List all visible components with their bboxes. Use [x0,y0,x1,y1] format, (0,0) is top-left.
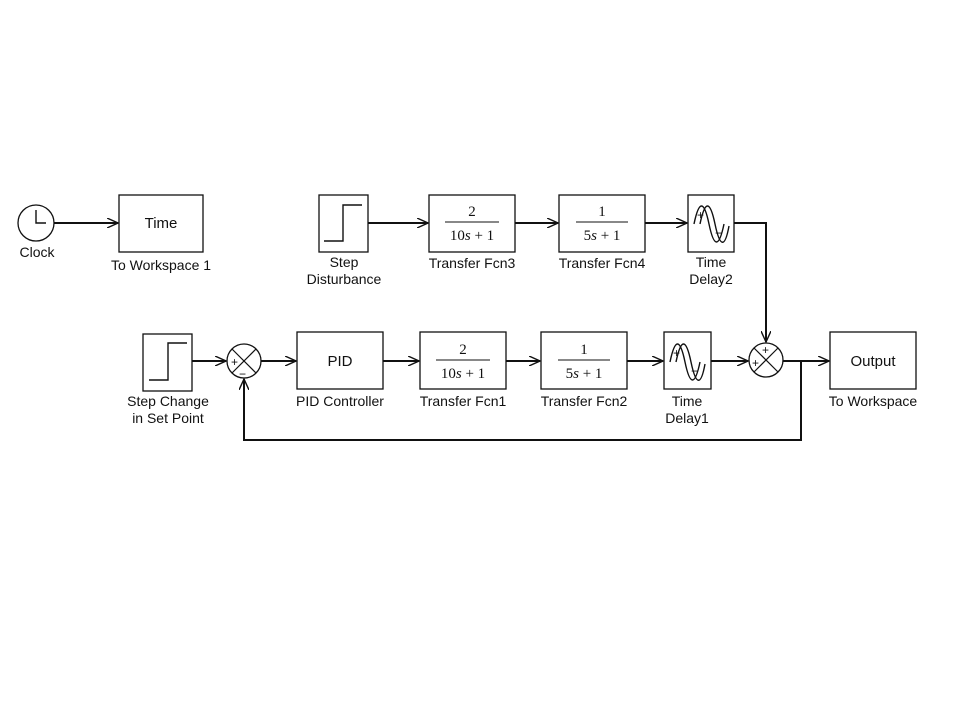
svg-text:−: − [715,226,722,240]
sum2-block[interactable]: + + [748,342,784,378]
transfer-fcn4-block[interactable]: 1 5s + 1 Transfer Fcn4 [558,194,646,271]
time-delay1-label-1: Time [672,393,703,409]
time-delay2-label-1: Time [696,254,727,270]
time-delay2-block[interactable]: + − Time Delay2 [687,194,735,287]
pid-controller-label: PID Controller [296,393,384,409]
sum1-block[interactable]: + − [226,343,262,381]
clock-label: Clock [19,244,55,260]
time-delay-icon: + − [669,343,706,381]
to-workspace-label: To Workspace [829,393,918,409]
sum1-sign-plus: + [231,355,238,369]
sum2-sign-left: + [752,356,759,370]
transfer-fcn1-denominator: 10s + 1 [441,366,485,382]
step-setpoint-block[interactable]: Step Change in Set Point [127,333,209,426]
signal-delay2-to-sum2 [734,222,766,342]
signal-feedback [244,361,802,441]
step-disturbance-label-2: Disturbance [307,271,382,287]
transfer-fcn1-numerator: 2 [459,342,467,358]
step-disturbance-block[interactable]: Step Disturbance [307,194,382,287]
time-delay2-label-2: Delay2 [689,271,733,287]
step-setpoint-label-2: in Set Point [132,410,204,426]
transfer-fcn1-block[interactable]: 2 10s + 1 Transfer Fcn1 [419,331,507,409]
transfer-fcn3-block[interactable]: 2 10s + 1 Transfer Fcn3 [428,194,516,271]
transfer-fcn3-numerator: 2 [468,204,476,220]
transfer-fcn1-label: Transfer Fcn1 [420,393,507,409]
transfer-fcn2-label: Transfer Fcn2 [541,393,628,409]
time-delay1-label-2: Delay1 [665,410,709,426]
clock-block[interactable]: Clock [17,204,55,260]
transfer-fcn2-denominator: 5s + 1 [566,366,603,382]
sum2-sign-top: + [762,343,769,357]
transfer-fcn3-label: Transfer Fcn3 [429,255,516,271]
pid-controller-content: PID [327,353,352,370]
to-workspace-block[interactable]: Output To Workspace [829,331,918,409]
step-disturbance-label-1: Step [330,254,359,270]
svg-text:−: − [691,364,698,378]
transfer-fcn4-denominator: 5s + 1 [584,228,621,244]
step-icon [324,204,362,242]
svg-text:+: + [673,346,680,360]
time-delay-icon: + − [693,205,730,243]
sum1-sign-minus: − [239,367,246,381]
svg-text:+: + [697,208,704,222]
transfer-fcn2-numerator: 1 [580,342,588,358]
step-setpoint-label-1: Step Change [127,393,209,409]
to-workspace-content: Output [850,353,896,370]
transfer-fcn3-denominator: 10s + 1 [450,228,494,244]
transfer-fcn2-block[interactable]: 1 5s + 1 Transfer Fcn2 [540,331,628,409]
transfer-fcn4-label: Transfer Fcn4 [559,255,646,271]
to-workspace-1-label: To Workspace 1 [111,257,211,273]
pid-controller-block[interactable]: PID PID Controller [296,331,384,409]
step-icon [149,342,187,381]
transfer-fcn4-numerator: 1 [598,204,606,220]
to-workspace-1-content: Time [145,215,178,232]
to-workspace-1-block[interactable]: Time To Workspace 1 [111,194,211,273]
time-delay1-block[interactable]: + − Time Delay1 [663,331,712,426]
